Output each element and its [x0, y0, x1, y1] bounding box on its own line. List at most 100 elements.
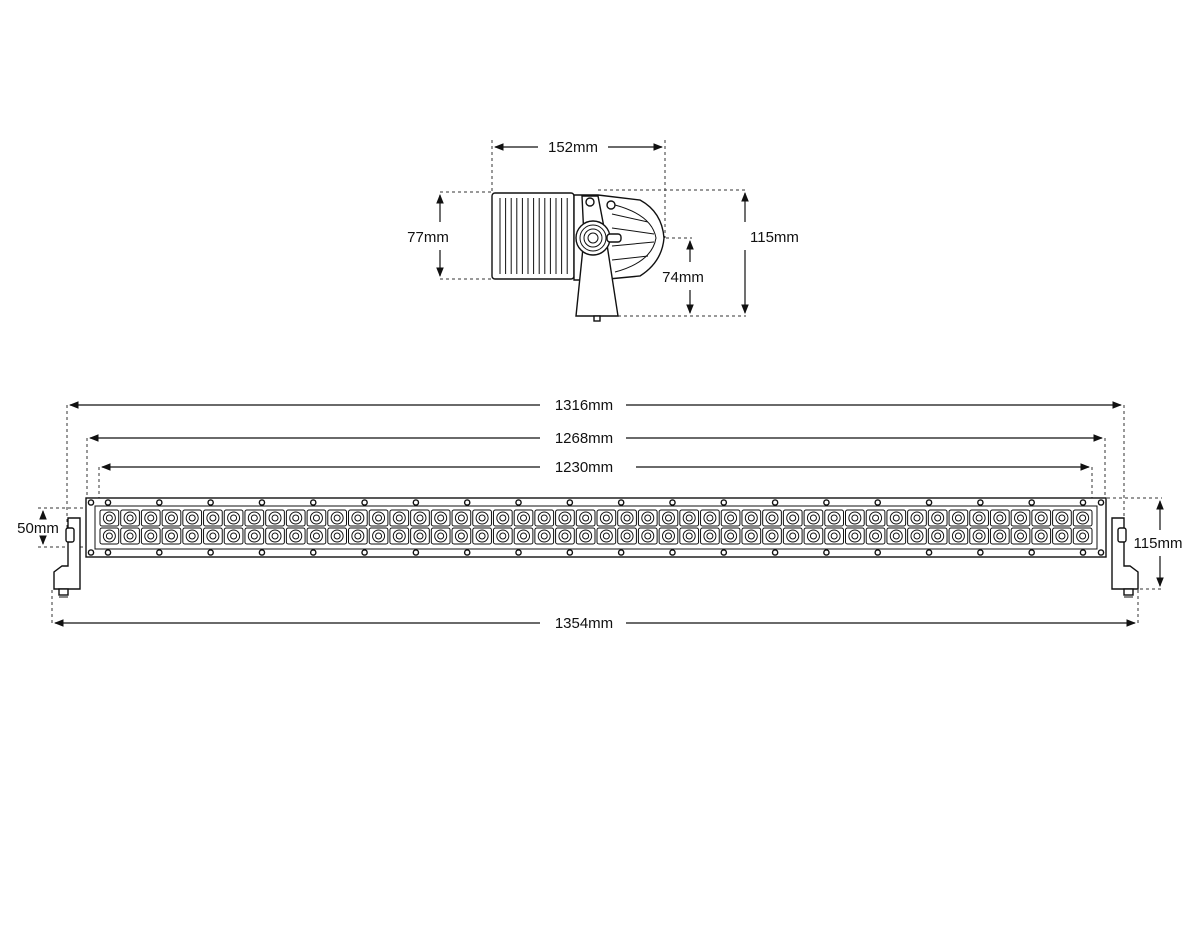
screw-icon [207, 499, 214, 506]
led-lens-icon [306, 527, 327, 545]
screw-icon [463, 549, 471, 556]
led-lens-icon [617, 527, 637, 545]
screw-icon [1123, 588, 1134, 596]
screw-icon [1097, 549, 1105, 556]
led-lens-icon [658, 527, 679, 545]
led-lens-icon [410, 527, 430, 545]
led-lens-icon [451, 527, 472, 545]
led-lens-icon [285, 509, 306, 527]
screw-icon [566, 499, 574, 506]
led-lens-icon [803, 509, 824, 527]
housing-screws [87, 499, 1105, 556]
led-lens-icon [1010, 527, 1031, 545]
led-lens-icon [1052, 509, 1072, 527]
led-lens-icon [762, 527, 782, 545]
led-lens-icon [865, 527, 886, 545]
led-lens-icon [265, 527, 285, 545]
screw-icon [669, 549, 676, 556]
screw-icon [156, 499, 163, 506]
led-lens-icon [389, 527, 410, 545]
led-lens-icon [472, 527, 492, 545]
led-lens-icon [741, 509, 762, 527]
led-lens-icon [161, 509, 182, 527]
led-lens-icon [637, 509, 658, 527]
screw-icon [606, 200, 616, 210]
screw-icon [720, 499, 728, 506]
led-lens-icon [534, 527, 555, 545]
screw-icon [515, 499, 522, 506]
led-lens-icon [534, 509, 555, 527]
led-lens-icon [1031, 509, 1052, 527]
led-lens-icon [430, 509, 451, 527]
led-lens-icon [306, 509, 327, 527]
screw-icon [617, 499, 625, 506]
led-lens-icon [845, 527, 865, 545]
screw-icon [977, 499, 984, 506]
led-lens-icon [700, 509, 720, 527]
screw-icon [823, 549, 830, 556]
led-lens-icon [555, 527, 575, 545]
led-lens-icon [824, 527, 845, 545]
screw-icon [258, 499, 266, 506]
led-lens-icon [99, 527, 120, 545]
screw-icon [412, 499, 420, 506]
led-lens-icon [803, 527, 824, 545]
screw-icon [1079, 499, 1087, 506]
led-lens-icon [824, 509, 845, 527]
led-lens-icon [182, 509, 203, 527]
side-lens-height-label: 77mm [407, 229, 449, 246]
front-view: 1316mm 1268mm 1230mm 1354mm 50mm 115mm [17, 397, 1182, 632]
side-total-height-label: 115mm [750, 229, 799, 246]
led-lens-icon [575, 509, 596, 527]
led-lens-icon [410, 509, 430, 527]
led-lens-icon [596, 527, 617, 545]
led-lens-icon [865, 509, 886, 527]
led-lens-icon [948, 527, 969, 545]
led-lens-icon [782, 509, 803, 527]
screw-icon [309, 499, 317, 506]
body-width-label: 1268mm [555, 430, 613, 447]
led-lens-icon [679, 527, 700, 545]
led-lens-icon [182, 527, 203, 545]
led-lens-icon [327, 527, 347, 545]
screw-icon [1028, 499, 1035, 506]
screw-icon [515, 549, 522, 556]
led-lens-icon [492, 509, 513, 527]
led-lens-icon [1072, 527, 1093, 545]
led-lens-icon [265, 509, 285, 527]
screw-icon [823, 499, 830, 506]
screw-icon [258, 549, 266, 556]
led-lens-icon [1031, 527, 1052, 545]
screw-icon [925, 549, 933, 556]
led-lens-icon [203, 509, 223, 527]
led-lens-icon [513, 527, 534, 545]
led-lens-icon [658, 509, 679, 527]
screw-icon [925, 499, 933, 506]
led-lens-icon [430, 527, 451, 545]
led-lens-icon [907, 527, 927, 545]
led-lens-icon [368, 527, 389, 545]
led-lens-icon [327, 509, 347, 527]
screw-icon [593, 315, 601, 322]
led-lens-icon [555, 509, 575, 527]
lens-width-label: 1230mm [555, 459, 613, 476]
screw-icon [720, 549, 728, 556]
screw-icon [1028, 549, 1035, 556]
screw-icon [207, 549, 214, 556]
led-lens-icon [637, 527, 658, 545]
bracket-width-label: 1354mm [555, 615, 613, 632]
light-bar-lens-frame [94, 505, 1098, 550]
pivot-knob-icon [575, 220, 622, 256]
led-lens-icon [140, 527, 161, 545]
screw-icon [566, 549, 574, 556]
screw-icon [87, 549, 95, 556]
right-mounting-bracket-icon [1111, 517, 1139, 598]
screw-icon [771, 499, 779, 506]
led-lens-icon [244, 527, 265, 545]
side-mount-height-label: 74mm [662, 269, 704, 286]
led-lens-icon [886, 509, 907, 527]
led-lens-icon [389, 509, 410, 527]
led-lens-icon [120, 509, 140, 527]
led-lens-icon [700, 527, 720, 545]
screw-icon [156, 549, 163, 556]
